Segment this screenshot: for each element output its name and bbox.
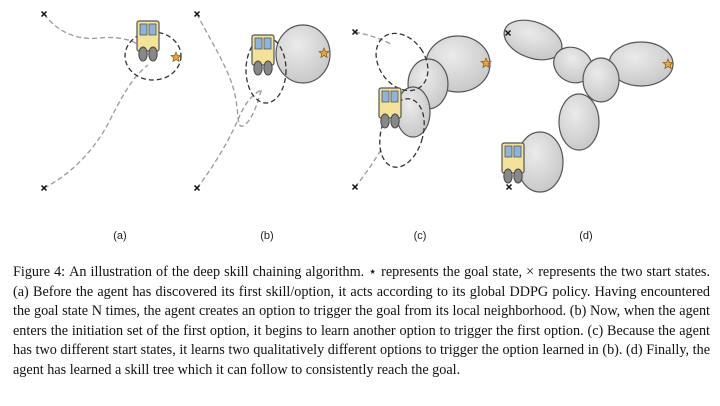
robot-cart-icon (251, 34, 275, 76)
start-cross-icon (193, 184, 201, 192)
panel-label-b: (b) (260, 230, 274, 242)
panel-c (351, 28, 492, 191)
panel-d (501, 19, 674, 193)
option-initiation-set (379, 98, 425, 168)
option-blob (275, 24, 331, 84)
start-cross-icon (505, 183, 513, 191)
option-blob (582, 57, 620, 103)
trajectory (196, 13, 263, 127)
start-cross-icon (40, 10, 48, 18)
trajectory (43, 13, 149, 56)
panel-label-c: (c) (413, 230, 427, 242)
panel-a (40, 10, 182, 192)
robot-cart-icon (136, 20, 160, 62)
trajectory (354, 31, 393, 46)
panel-label-a: (a) (113, 230, 127, 242)
trajectory (196, 89, 263, 189)
start-cross-icon (351, 183, 359, 191)
caption-text: An illustration of the deep skill chaini… (13, 264, 710, 378)
robot-cart-icon (378, 87, 402, 129)
trajectory (43, 64, 149, 189)
option-blob (558, 93, 600, 151)
robot-cart-icon (501, 142, 525, 184)
panel-label-d: (d) (579, 230, 593, 242)
start-cross-icon (40, 184, 48, 192)
panel-b (193, 10, 331, 192)
figure-illustration (40, 10, 674, 193)
star-icon (170, 51, 182, 62)
option-initiation-set (245, 36, 287, 104)
trajectory (354, 147, 383, 188)
figure-caption: Figure 4:An illustration of the deep ski… (13, 263, 710, 381)
caption-label: Figure 4: (13, 264, 66, 280)
option-initiation-set (375, 32, 429, 92)
start-cross-icon (193, 10, 201, 18)
